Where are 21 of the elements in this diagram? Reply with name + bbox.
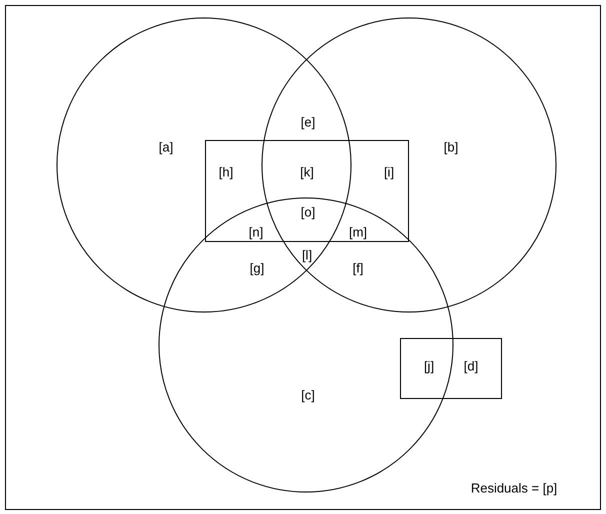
region-label: [d] xyxy=(464,360,478,372)
region-label: [k] xyxy=(300,166,314,178)
region-label: [a] xyxy=(158,140,174,154)
region-label: [n] xyxy=(248,226,264,238)
set-circle xyxy=(56,18,352,312)
region-label: [j] xyxy=(424,360,434,372)
set-circle xyxy=(262,18,556,312)
set-rectangle xyxy=(205,140,409,242)
region-label: [f] xyxy=(352,262,364,274)
residuals-note: Residuals = [p] xyxy=(470,482,558,494)
region-label: [e] xyxy=(300,116,316,128)
region-label: [i] xyxy=(384,166,394,178)
region-label: [l] xyxy=(302,248,312,262)
set-circle xyxy=(158,198,454,492)
region-label: [g] xyxy=(250,262,264,274)
region-label: [o] xyxy=(300,206,316,218)
region-label: [b] xyxy=(444,140,458,154)
set-rectangle xyxy=(400,338,502,399)
region-label: [h] xyxy=(218,166,234,178)
region-label: [c] xyxy=(301,388,315,402)
region-label: [m] xyxy=(348,226,368,238)
